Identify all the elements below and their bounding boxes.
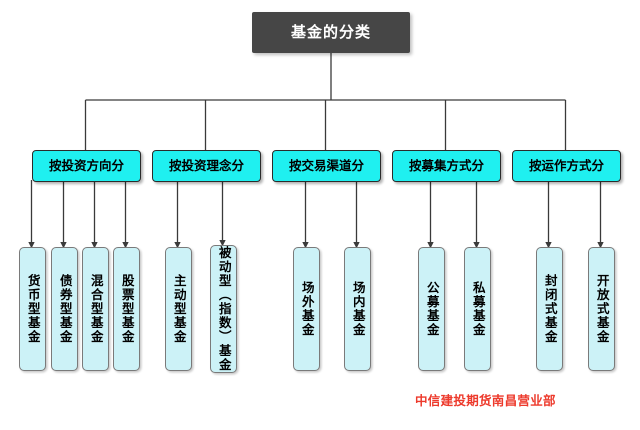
leaf-node-1-1[interactable]: 货币型基金 [19,247,46,371]
leaf-node-5-1[interactable]: 封闭式基金 [536,247,563,371]
leaf-node-label: 封闭式基金 [542,274,558,344]
leaf-node-label: 债券型基金 [57,274,73,344]
leaf-node-4-2[interactable]: 私募基金 [464,247,491,371]
leaf-node-3-1[interactable]: 场外基金 [293,247,320,371]
root-node[interactable]: 基金的分类 [252,12,410,53]
category-node-3[interactable]: 按交易渠道分 [272,150,381,182]
leaf-node-label: 场内基金 [350,281,366,337]
leaf-node-label: 股票型基金 [119,274,135,344]
leaf-node-label: 公募基金 [424,281,440,337]
leaf-node-2-2[interactable]: 被动型（指数）基金 [210,245,237,373]
leaf-node-label: 货币型基金 [25,274,41,344]
leaf-node-4-1[interactable]: 公募基金 [418,247,445,371]
leaf-node-label: 场外基金 [299,281,315,337]
category-node-label: 按投资方向分 [48,157,124,173]
category-node-label: 按募集方式分 [408,157,484,173]
leaf-node-label: 私募基金 [470,281,486,337]
leaf-node-1-2[interactable]: 债券型基金 [51,247,78,371]
category-node-4[interactable]: 按募集方式分 [392,150,501,182]
leaf-node-label: 开放式基金 [594,274,610,344]
leaf-node-5-2[interactable]: 开放式基金 [588,247,615,371]
category-node-label: 按运作方式分 [528,157,604,173]
footer-credit: 中信建投期货南昌营业部 [415,393,556,408]
category-node-label: 按交易渠道分 [288,157,364,173]
leaf-node-label: 主动型基金 [171,274,187,344]
category-node-1[interactable]: 按投资方向分 [32,150,141,182]
leaf-node-label: 混合型基金 [88,274,104,344]
root-node-label: 基金的分类 [290,23,371,41]
category-node-2[interactable]: 按投资理念分 [152,150,261,182]
leaf-node-1-3[interactable]: 混合型基金 [82,247,109,371]
leaf-node-2-1[interactable]: 主动型基金 [165,247,192,371]
category-node-label: 按投资理念分 [168,157,244,173]
category-node-5[interactable]: 按运作方式分 [512,150,621,182]
leaf-node-1-4[interactable]: 股票型基金 [113,247,140,371]
leaf-node-3-2[interactable]: 场内基金 [344,247,371,371]
leaf-node-label: 被动型（指数）基金 [216,246,232,372]
